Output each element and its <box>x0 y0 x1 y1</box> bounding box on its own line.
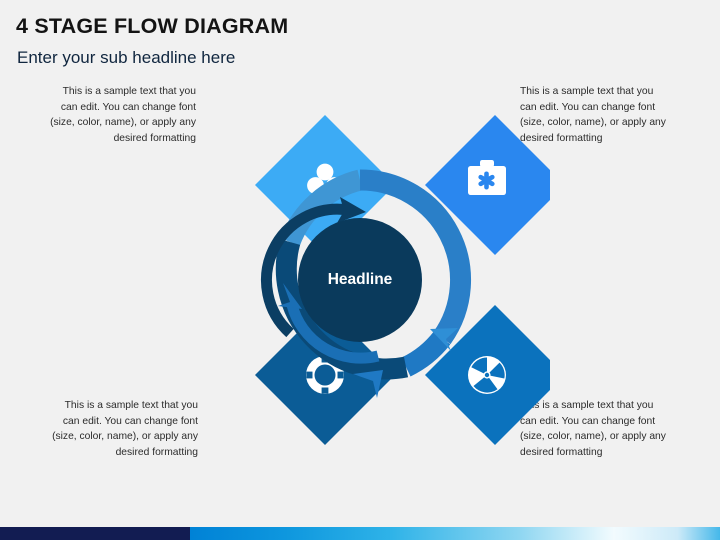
stage-diamond-bottom-right[interactable] <box>425 305 550 445</box>
callout-text-bottom-right: This is a sample text that you can edit.… <box>520 400 666 458</box>
inner-arc-blue <box>286 303 380 364</box>
outer-arc-light-segment <box>280 169 363 247</box>
callout-text-top-right: This is a sample text that you can edit.… <box>520 86 666 144</box>
callout-text-bottom-left: This is a sample text that you can edit.… <box>52 400 198 458</box>
asterisk-glyph <box>478 171 495 190</box>
beach-ball-segments <box>471 357 505 393</box>
bottom-bar-dark-segment <box>0 527 190 540</box>
inner-arc-navy <box>261 203 349 338</box>
beach-ball-icon <box>468 356 506 394</box>
hub-circle[interactable] <box>298 218 422 342</box>
stage-diamond-top-right[interactable] <box>425 115 550 255</box>
inner-arc-navy-arrowhead <box>337 197 366 223</box>
callout-text-top-left: This is a sample text that you can edit.… <box>50 86 196 144</box>
flow-diagram: Headline <box>170 90 550 470</box>
outer-arc-right-arrowhead <box>430 328 458 351</box>
inner-arc-blue-arrowhead <box>278 283 302 309</box>
outer-arc-bottom-arrowhead <box>353 370 383 398</box>
bottom-bar-gradient-segment <box>190 527 720 540</box>
page-subtitle: Enter your sub headline here <box>17 48 236 67</box>
first-aid-icon <box>468 160 506 195</box>
page-title: 4 STAGE FLOW DIAGRAM <box>16 14 289 38</box>
outer-arc-transition-segment <box>401 331 451 377</box>
bottom-accent-bar <box>0 527 720 540</box>
outer-arc-mid-segment <box>359 169 471 345</box>
